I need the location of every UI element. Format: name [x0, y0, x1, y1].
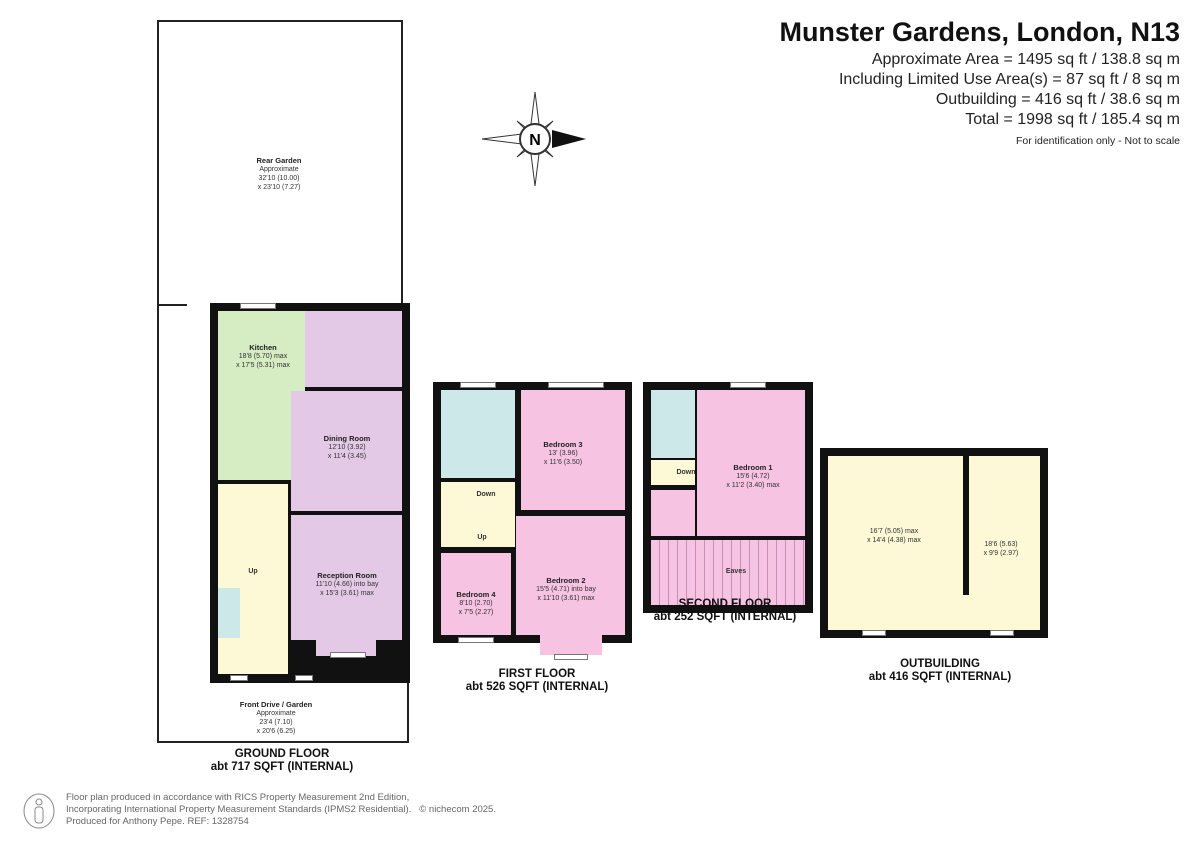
- area-outbuilding: Outbuilding = 416 sq ft / 38.6 sq m: [935, 91, 1180, 108]
- person-icon: [23, 793, 55, 829]
- copyright: © nichecom 2025.: [419, 804, 496, 815]
- bedroom-3: [521, 390, 625, 510]
- landing: [441, 482, 515, 547]
- bedroom-1: [697, 390, 805, 536]
- bedroom-2: [516, 516, 625, 635]
- dining-room-extension: [305, 311, 402, 387]
- stair-landing: [651, 460, 695, 485]
- dining-room: [291, 391, 402, 511]
- property-title: Munster Gardens, London, N13: [779, 17, 1180, 47]
- area-limited: Including Limited Use Area(s) = 87 sq ft…: [838, 71, 1180, 88]
- outbuilding-room-2-label: 18'6 (5.63)x 9'9 (2.97): [983, 541, 1019, 557]
- stairs-up-label: Up: [477, 534, 487, 541]
- area-approx: Approximate Area = 1495 sq ft / 138.8 sq…: [871, 51, 1180, 68]
- footer-line-3: Produced for Anthony Pepe. REF: 1328754: [66, 816, 249, 827]
- eaves: [651, 540, 805, 605]
- compass-icon: N: [482, 92, 586, 186]
- hallway: [218, 484, 288, 674]
- shower-room: [651, 390, 695, 458]
- area-total: Total = 1998 sq ft / 185.4 sq m: [965, 111, 1180, 128]
- scale-note: For identification only - Not to scale: [1016, 135, 1180, 147]
- header: Munster Gardens, London, N13 Approximate…: [779, 14, 1180, 147]
- svg-text:N: N: [529, 132, 541, 149]
- wc: [218, 588, 240, 638]
- bathroom: [441, 390, 515, 478]
- footer-line-2: Incorporating International Property Mea…: [66, 804, 412, 815]
- bedroom-4: [441, 553, 511, 635]
- eaves-label: Eaves: [725, 568, 747, 575]
- kitchen: [218, 311, 305, 480]
- stairs-up-label: Up: [248, 568, 258, 575]
- footer: Floor plan produced in accordance with R…: [66, 792, 496, 828]
- outbuilding-room-2: [969, 456, 1040, 630]
- reception-room: [291, 515, 402, 640]
- footer-line-1: Floor plan produced in accordance with R…: [66, 792, 410, 803]
- stairs-down-label: Down: [676, 469, 696, 476]
- stairs-down-label: Down: [476, 491, 496, 498]
